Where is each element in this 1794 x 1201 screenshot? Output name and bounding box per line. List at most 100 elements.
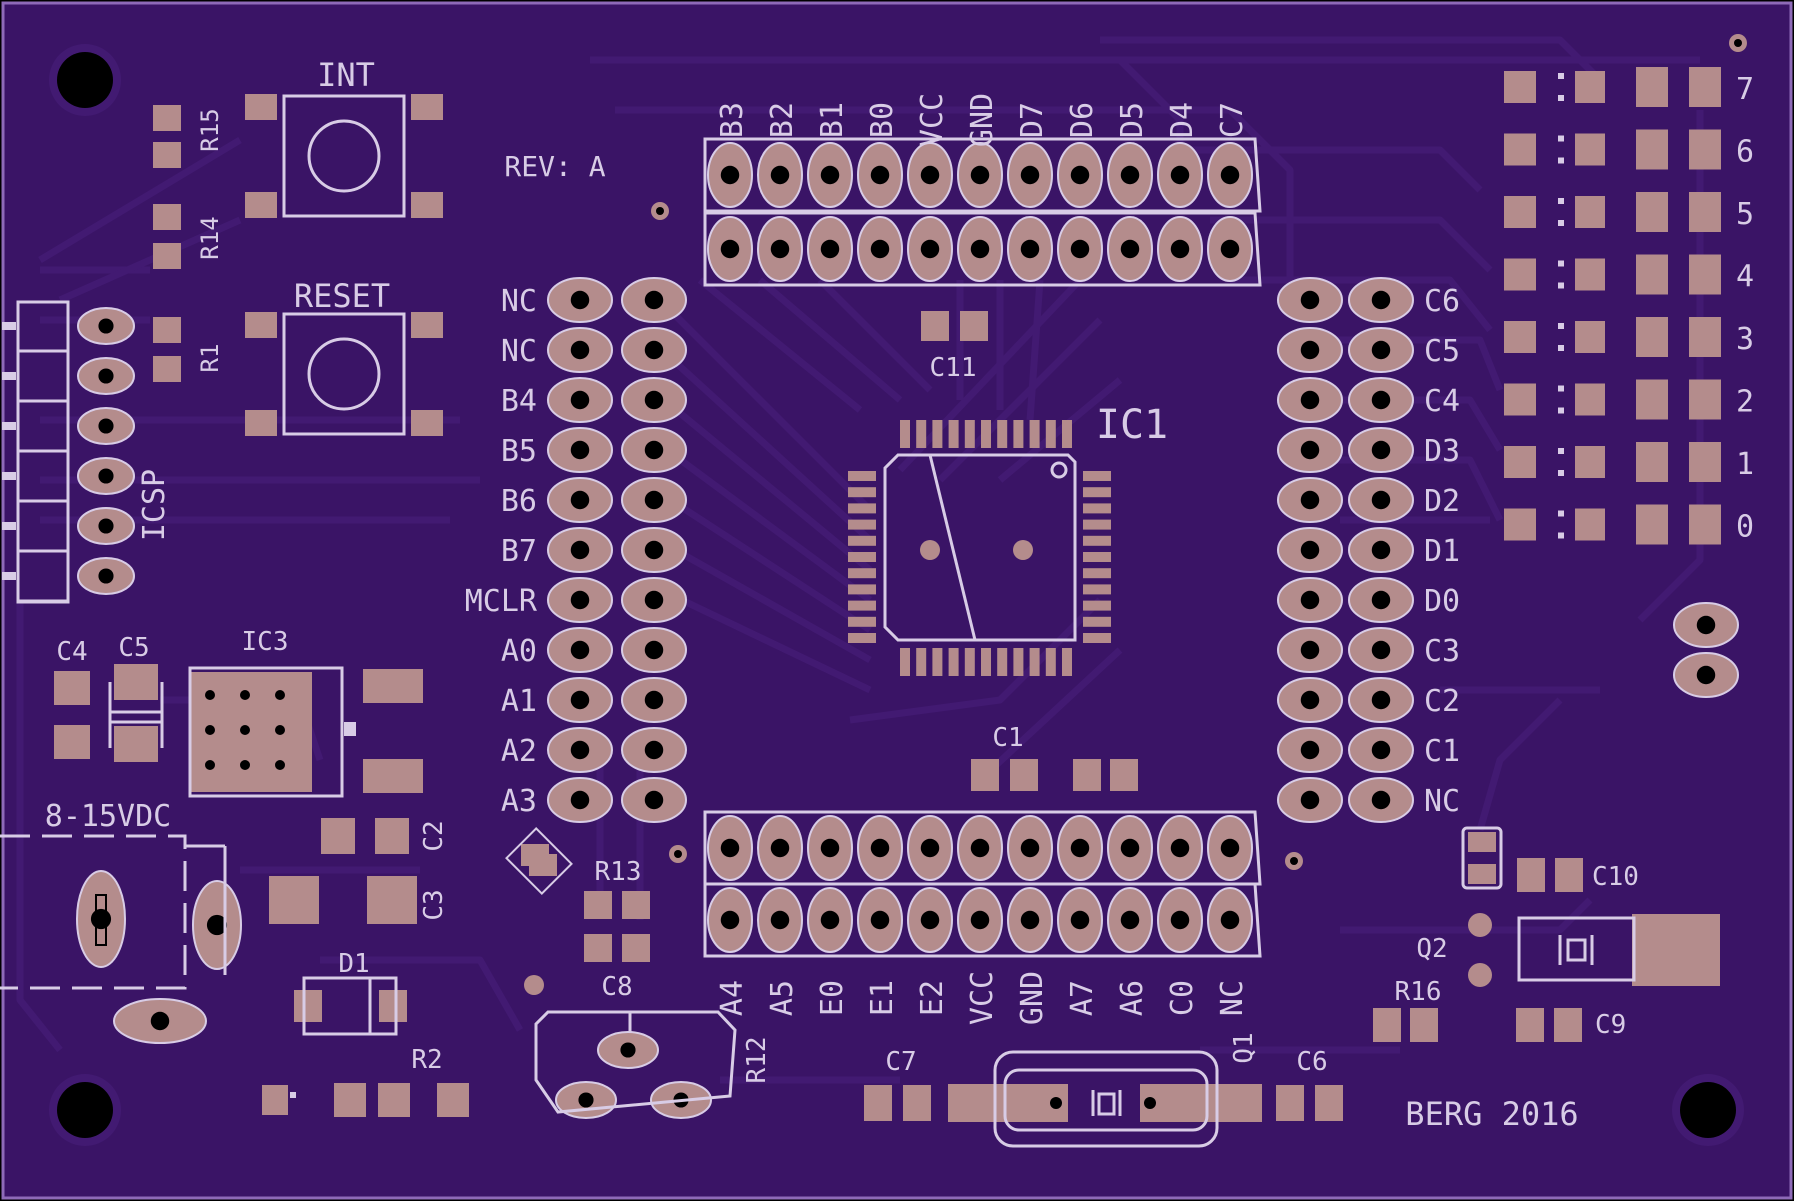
- drill-hole: [1371, 540, 1391, 560]
- icsp-pin-mark: [2, 322, 16, 330]
- led-polarity-mark: [1558, 198, 1564, 204]
- drill-hole: [644, 340, 664, 360]
- left-pin-label-1: NC: [501, 334, 537, 369]
- drill-hole: [1020, 910, 1040, 930]
- ic3-thermal-via: [275, 725, 285, 735]
- ic1-pin-right: [1083, 503, 1111, 514]
- ic1-pin-top: [948, 420, 959, 448]
- led-pad: [1575, 508, 1605, 541]
- ic3-thermal-via: [240, 760, 250, 770]
- r15-pad: [153, 142, 181, 168]
- trace: [697, 277, 863, 413]
- drill-hole: [570, 690, 590, 710]
- drill-hole: [644, 490, 664, 510]
- reset-button-pad: [411, 410, 443, 436]
- drill-hole: [206, 914, 228, 936]
- ic3-tab-mark: [344, 722, 356, 736]
- trace: [16, 600, 63, 1053]
- r13-pad: [622, 891, 650, 919]
- drill-hole: [90, 908, 112, 930]
- drill-hole: [820, 239, 840, 259]
- c2-pad: [375, 818, 409, 854]
- drill-hole: [98, 568, 114, 584]
- ic1-pin-top: [900, 420, 910, 448]
- ic3-thermal-via: [205, 760, 215, 770]
- c10-pad: [1468, 832, 1496, 852]
- trace: [977, 647, 1123, 783]
- c11-label: C11: [930, 353, 977, 383]
- drill-hole: [644, 290, 664, 310]
- drill-hole: [570, 740, 590, 760]
- left-pin-label-5: B7: [501, 534, 537, 569]
- drill-hole: [1300, 440, 1320, 460]
- ic1-pin-bottom: [1029, 648, 1040, 676]
- led-label-3: 4: [1736, 260, 1754, 295]
- reset-button-pad: [245, 312, 277, 338]
- drill-hole: [920, 910, 940, 930]
- led-polarity-mark: [1558, 470, 1564, 476]
- ic1-pin-left: [848, 568, 876, 579]
- led-polarity-mark: [1558, 385, 1564, 392]
- r16-pad: [1410, 1008, 1438, 1042]
- led-label-0: 7: [1736, 72, 1754, 107]
- trace: [1100, 36, 1603, 83]
- c5-label: C5: [118, 633, 149, 663]
- credit-label: BERG 2016: [1405, 1095, 1578, 1133]
- trace: [757, 277, 903, 403]
- r15-pad: [153, 105, 181, 131]
- int-button-pad: [245, 192, 277, 218]
- drill-hole: [570, 790, 590, 810]
- c11-pad: [921, 311, 949, 341]
- top-pin-label-7: D6: [1065, 102, 1100, 138]
- bottom-pin-label-3: E1: [865, 980, 900, 1016]
- top-pin-label-8: D5: [1115, 102, 1150, 138]
- q2-symbol: [1566, 938, 1587, 962]
- led-pad: [1636, 317, 1668, 357]
- r1-pad: [153, 356, 181, 382]
- bottom-pin-label-8: A6: [1115, 980, 1150, 1016]
- led-polarity-mark: [1558, 157, 1564, 164]
- ic1-pin-top: [1062, 420, 1072, 448]
- r1-label: R1: [196, 344, 224, 373]
- q2-tab-pad: [1632, 914, 1720, 986]
- drill-hole: [644, 440, 664, 460]
- reset-button-pad: [411, 312, 443, 338]
- ic1-pin-top: [997, 420, 1008, 448]
- led-resistor-pad: [1504, 383, 1536, 416]
- r15-label: R15: [196, 108, 224, 151]
- ic1-pin-bottom: [1045, 648, 1056, 676]
- r16-label: R16: [1395, 977, 1442, 1007]
- c2-label: C2: [419, 820, 449, 851]
- drill-hole: [1220, 239, 1240, 259]
- left-pin-label-9: A2: [501, 734, 537, 769]
- reset-button-outline: [282, 312, 406, 436]
- drill-hole: [920, 838, 940, 858]
- bottom-header-row1-outline: [703, 810, 1262, 886]
- drill-hole: [1220, 165, 1240, 185]
- led-label-4: 3: [1736, 322, 1754, 357]
- c10-label: C10: [1592, 862, 1639, 892]
- ic1-thermal-via: [920, 540, 940, 560]
- q1-pad: [1140, 1084, 1262, 1122]
- ic1-pin-right: [1083, 471, 1111, 481]
- ic1-pin-right: [1083, 487, 1111, 498]
- drill-hole: [1371, 490, 1391, 510]
- q2-label: Q2: [1416, 934, 1447, 964]
- drill-hole: [1371, 690, 1391, 710]
- right-pin-label-8: C2: [1424, 684, 1460, 719]
- led-label-6: 1: [1736, 447, 1754, 482]
- drill-hole: [1300, 790, 1320, 810]
- ic1-pin-right: [1083, 568, 1111, 579]
- ic1-pin-left: [848, 535, 876, 546]
- q1-hole: [1144, 1097, 1156, 1109]
- left-pin-label-7: A0: [501, 634, 537, 669]
- trace: [1340, 897, 1593, 934]
- drill-hole: [1371, 440, 1391, 460]
- led-pad: [1636, 67, 1668, 107]
- c5-pad: [114, 664, 158, 700]
- bottom-pin-label-4: E2: [915, 980, 950, 1016]
- top-pin-label-10: C7: [1215, 102, 1250, 138]
- c10-pad: [1555, 858, 1583, 892]
- ic1-pin1-marker: [1050, 461, 1068, 479]
